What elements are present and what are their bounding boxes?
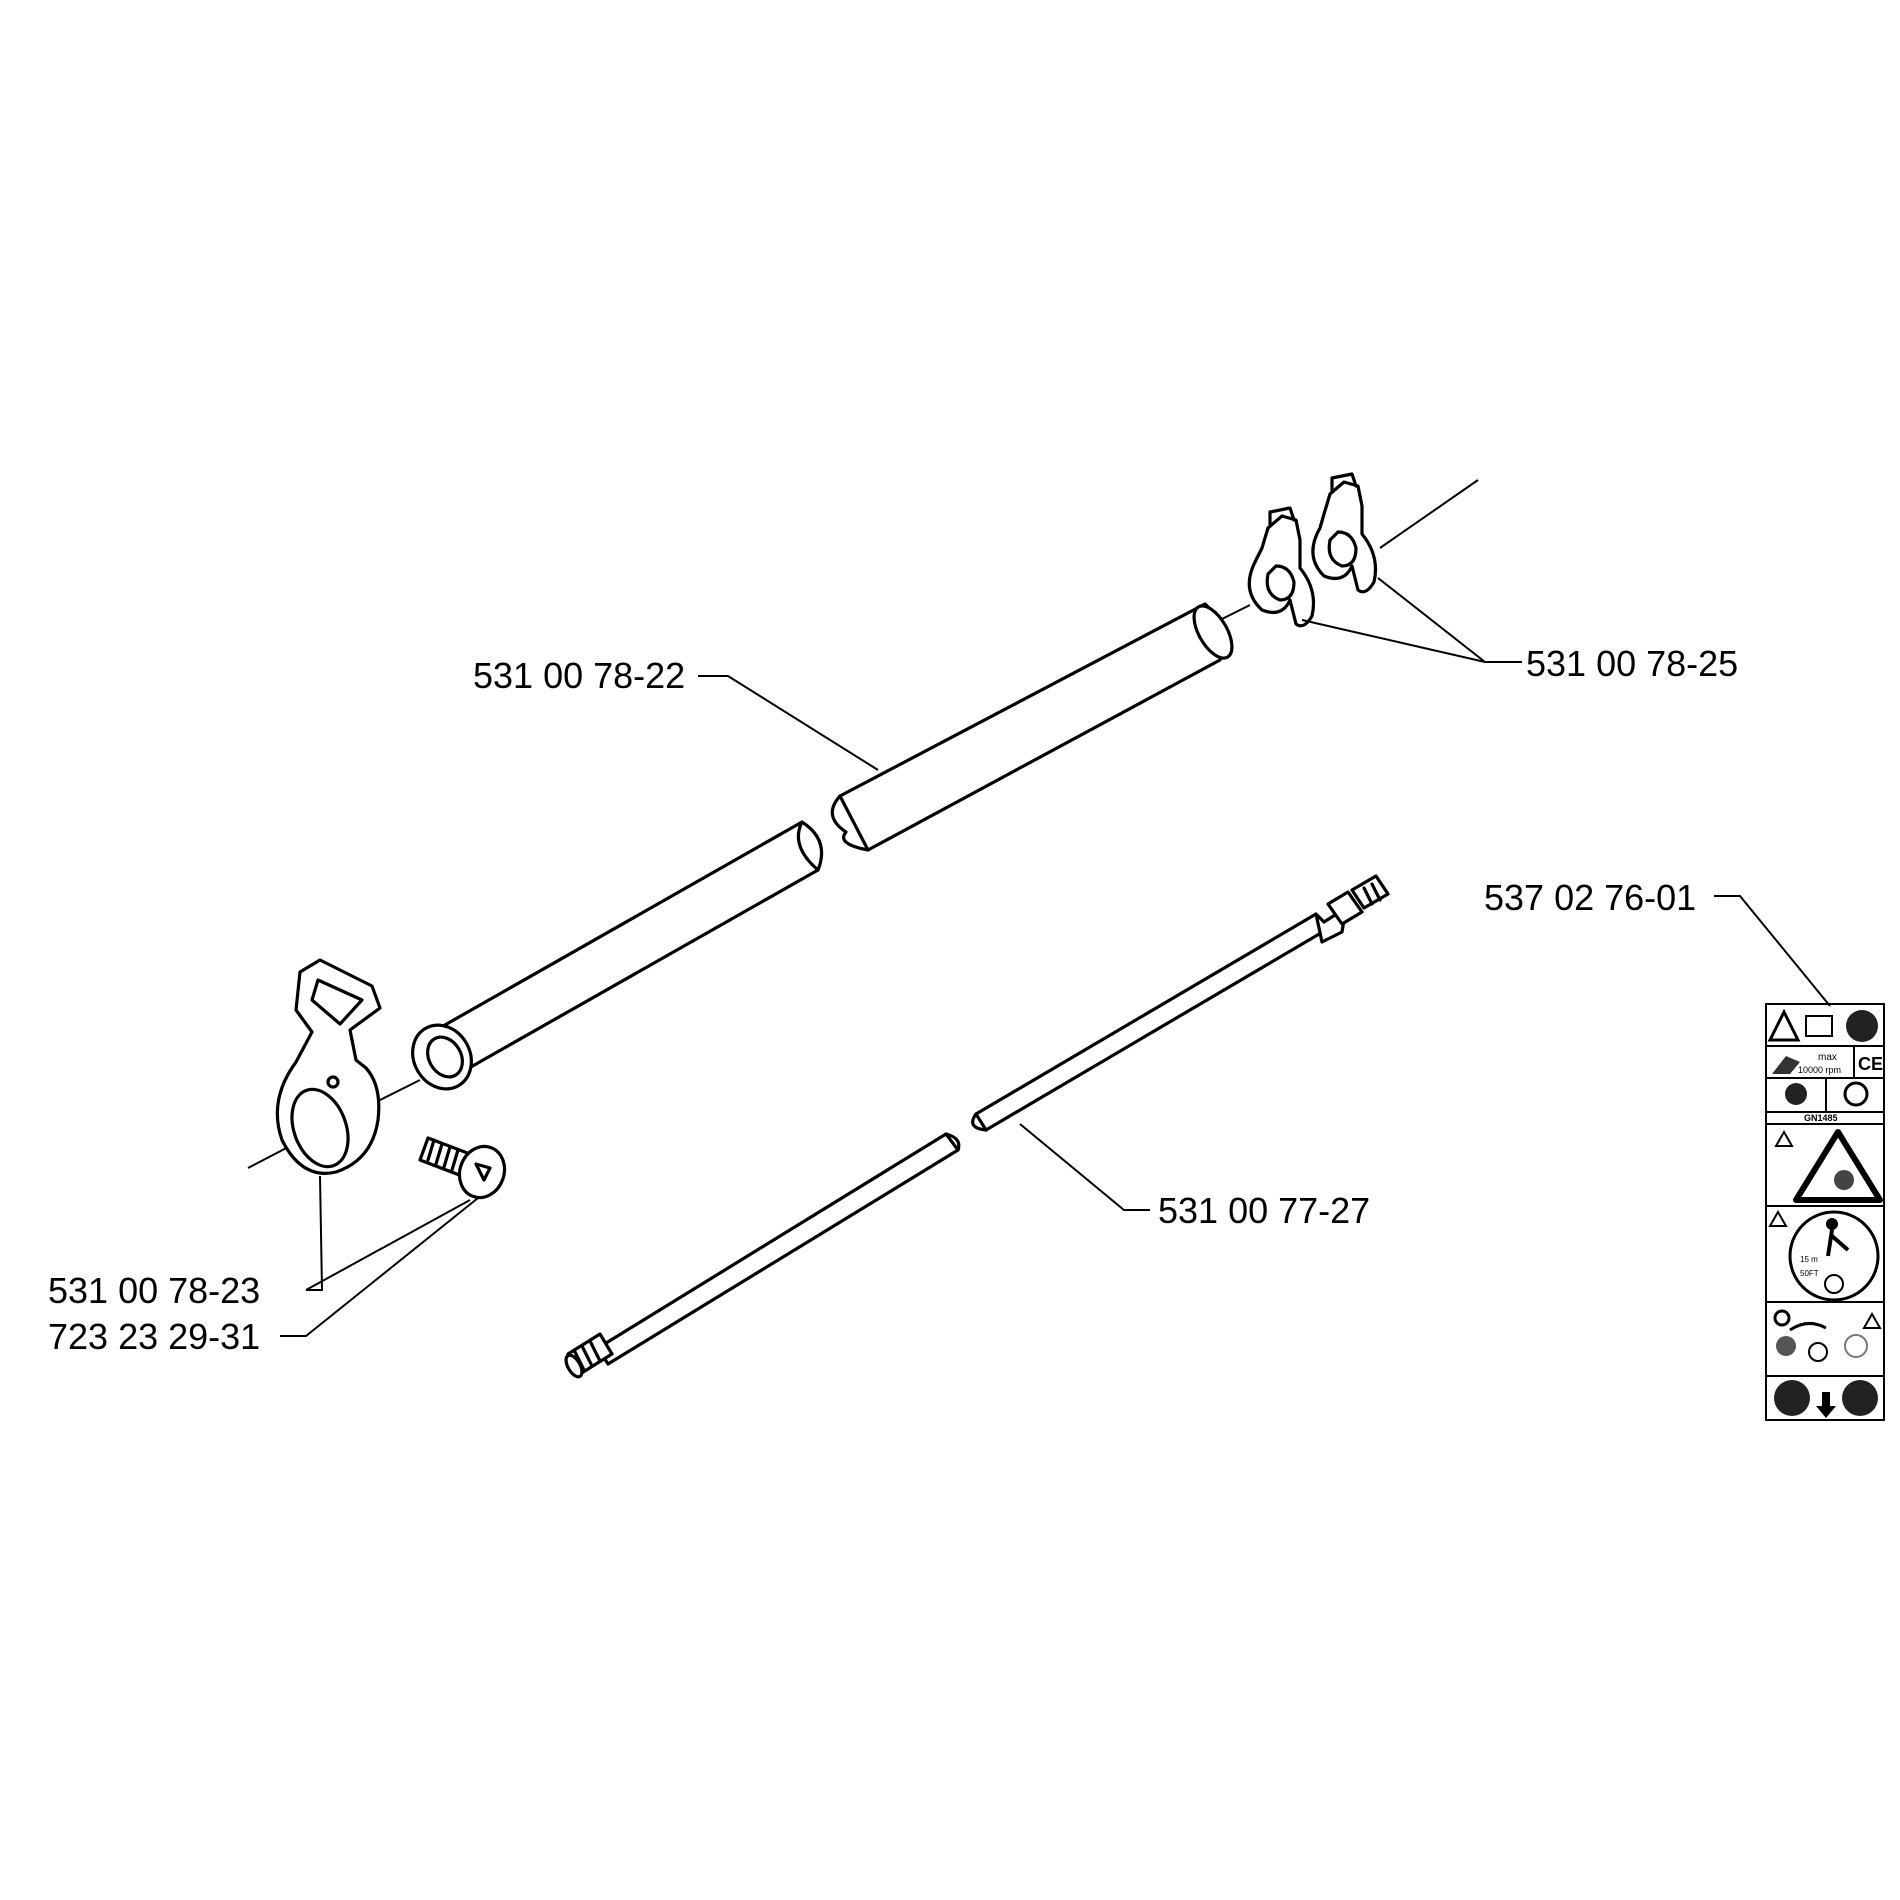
cert-code-text: GN1485 xyxy=(1804,1113,1838,1123)
small-warning-triangle-icon xyxy=(1774,1129,1794,1147)
screw xyxy=(418,1136,507,1200)
label-drive-shaft: 531 00 77-27 xyxy=(1158,1190,1370,1231)
blade-icon xyxy=(1773,1309,1791,1327)
small-warning-triangle-icon xyxy=(1768,1209,1788,1227)
trimmer-head-icon xyxy=(1772,1056,1800,1074)
distance-m-text: 15 m xyxy=(1800,1255,1818,1264)
distance-ft-text: 50FT xyxy=(1800,1269,1819,1278)
rpm-max-text: max xyxy=(1818,1052,1837,1063)
boots-icon xyxy=(1842,1380,1878,1416)
protective-gear-icon xyxy=(1846,1010,1878,1042)
safety-distance-icon xyxy=(1788,1210,1880,1302)
manual-book-icon xyxy=(1805,1015,1833,1037)
arrow-down-icon xyxy=(1816,1392,1836,1418)
leader-lines xyxy=(280,675,1831,1337)
small-warning-triangle-icon xyxy=(1862,1311,1882,1329)
label-screw: 723 23 29-31 xyxy=(48,1316,260,1357)
label-decal: 537 02 76-01 xyxy=(1484,877,1696,918)
shaft-tube xyxy=(247,479,1479,1169)
label-handle-clamp: 531 00 78-23 xyxy=(48,1270,260,1311)
holder-clips xyxy=(1247,472,1522,663)
drive-shaft xyxy=(564,874,1390,1379)
label-holder-clips: 531 00 78-25 xyxy=(1526,643,1738,684)
handle-clamp xyxy=(275,958,382,1175)
warning-decal: max 10000 rpm CE GN1485 15 m 50FT xyxy=(1765,1003,1885,1421)
thrown-objects-warning-icon xyxy=(1793,1129,1883,1203)
no-hands-icon xyxy=(1808,1342,1828,1362)
certification-mark-icon xyxy=(1785,1083,1807,1105)
gloves-icon xyxy=(1774,1380,1810,1416)
ce-mark-text: CE xyxy=(1858,1054,1883,1074)
label-shaft-tube: 531 00 78-22 xyxy=(473,655,685,696)
no-people-icon xyxy=(1824,1274,1844,1294)
warning-triangle-icon xyxy=(1767,1008,1801,1042)
rpm-value-text: 10000 rpm xyxy=(1798,1065,1841,1075)
gost-mark-icon xyxy=(1843,1081,1869,1107)
